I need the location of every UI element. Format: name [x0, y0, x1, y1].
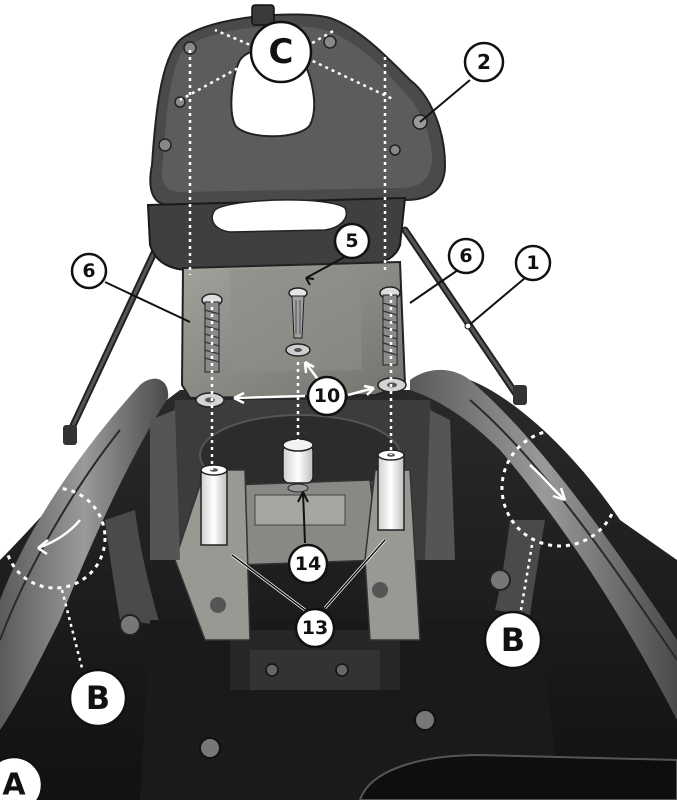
- spacers: [200, 449, 405, 546]
- bolt-right: [379, 286, 401, 366]
- callout-part-6-left: 6: [70, 252, 108, 290]
- bolt-left: [201, 293, 223, 373]
- svg-text:C: C: [269, 32, 294, 72]
- svg-text:6: 6: [82, 260, 95, 282]
- callout-part-2: 2: [463, 41, 505, 83]
- svg-text:6: 6: [459, 245, 472, 267]
- svg-text:2: 2: [477, 50, 491, 74]
- svg-text:B: B: [501, 621, 525, 659]
- support-arms: [63, 226, 527, 445]
- callout-b-right: B: [483, 610, 543, 670]
- alignment-lines: [3, 28, 620, 669]
- svg-text:5: 5: [345, 230, 358, 252]
- top-plate: [149, 4, 447, 207]
- callout-a-corner: A: [0, 755, 44, 800]
- callout-b-left: B: [68, 668, 128, 728]
- callout-part-1: 1: [514, 244, 552, 282]
- svg-text:B: B: [86, 679, 110, 717]
- svg-text:10: 10: [314, 385, 340, 407]
- callout-c-top: C: [249, 20, 313, 84]
- callout-part-13: 13: [294, 607, 336, 649]
- callout-part-14: 14: [287, 543, 329, 585]
- callout-part-10: 10: [306, 375, 348, 417]
- svg-text:14: 14: [295, 553, 321, 575]
- svg-text:A: A: [2, 768, 26, 800]
- callout-part-5: 5: [333, 222, 371, 260]
- svg-text:13: 13: [302, 617, 328, 639]
- center-screw: [285, 287, 311, 357]
- leader-lines: [104, 79, 526, 612]
- callout-part-6-right: 6: [447, 237, 485, 275]
- svg-text:1: 1: [526, 252, 539, 274]
- rubber-bumper: [282, 438, 314, 493]
